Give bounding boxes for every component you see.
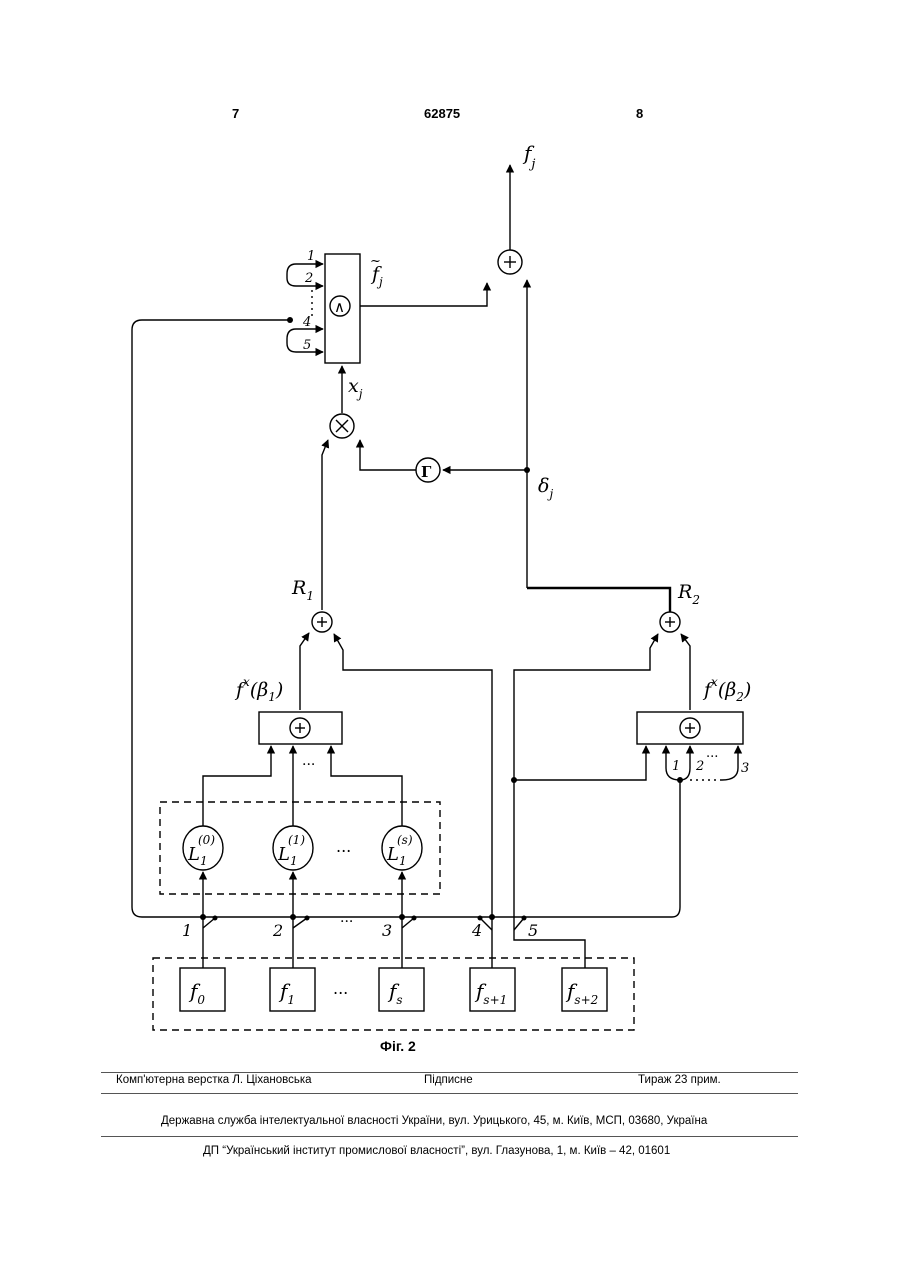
r2-label: R2 bbox=[677, 581, 700, 607]
l-operator-1-label: L1 bbox=[277, 844, 298, 868]
footer-rule-bottom bbox=[101, 1136, 798, 1137]
output-label: fj bbox=[522, 141, 535, 172]
l-operator-1-sup: (1) bbox=[288, 833, 305, 847]
bus-ellipsis: ... bbox=[340, 910, 353, 926]
footer-rule-middle bbox=[101, 1093, 798, 1094]
footer-rule-top bbox=[101, 1072, 798, 1073]
l-operator-s-label: L1 bbox=[386, 844, 407, 868]
f-block-0-label: f0 bbox=[188, 979, 205, 1007]
switch-label-2: 2 bbox=[272, 921, 283, 940]
sum2-input-label-1: 1 bbox=[672, 759, 680, 774]
f-block-s-plus-2-label: fs+2 bbox=[565, 979, 598, 1007]
l-operator-0-label: L1 bbox=[187, 844, 208, 868]
r1-label: R1 bbox=[291, 577, 314, 603]
gamma-symbol: Г bbox=[421, 463, 432, 481]
fx2-label: fx(β2) bbox=[702, 675, 751, 704]
min-input-label-5: 5 bbox=[303, 338, 311, 353]
figure-caption: Фіг. 2 bbox=[380, 1038, 416, 1054]
delta-label: δj bbox=[538, 475, 553, 501]
switch-label-4: 4 bbox=[471, 921, 482, 940]
l-operator-0-sup: (0) bbox=[198, 833, 215, 847]
l-ellipsis: ... bbox=[336, 837, 351, 856]
footer-institute: ДП “Український інститут промислової вла… bbox=[203, 1145, 670, 1157]
l-operator-s-sup: (s) bbox=[397, 833, 413, 847]
min-input-label-2: 2 bbox=[304, 271, 313, 286]
switch-label-1: 1 bbox=[182, 921, 192, 940]
x-label: xj bbox=[348, 375, 363, 401]
sum2-ellipsis: ... bbox=[706, 746, 718, 761]
min-input-label-4: 4 bbox=[302, 315, 311, 330]
sum2-input-label-2: 2 bbox=[695, 759, 704, 774]
footer-print-run: Тираж 23 прим. bbox=[638, 1074, 721, 1086]
switch-label-3: 3 bbox=[382, 921, 392, 940]
sum1-ellipsis: ... bbox=[302, 753, 315, 769]
footer-signed: Підписне bbox=[424, 1074, 473, 1086]
fx1-label: fx(β1) bbox=[234, 675, 283, 704]
switch-label-5: 5 bbox=[528, 921, 538, 940]
f-blocks-ellipsis: ... bbox=[333, 979, 348, 998]
footer-agency: Державна служба інтелектуальної власност… bbox=[161, 1115, 707, 1127]
sum2-input-label-3: 3 bbox=[741, 761, 749, 776]
f-block-s-label: fs bbox=[387, 979, 403, 1007]
min-input-label-1: 1 bbox=[307, 249, 315, 264]
min-operator-symbol: ∧ bbox=[334, 298, 345, 316]
f-block-1-label: f1 bbox=[278, 979, 295, 1007]
footer-layout-credit: Комп'ютерна верстка Л. Ціхановська bbox=[116, 1074, 312, 1086]
min-output-tilde: ~ bbox=[370, 254, 381, 269]
f-block-s-plus-1-label: fs+1 bbox=[474, 979, 507, 1007]
